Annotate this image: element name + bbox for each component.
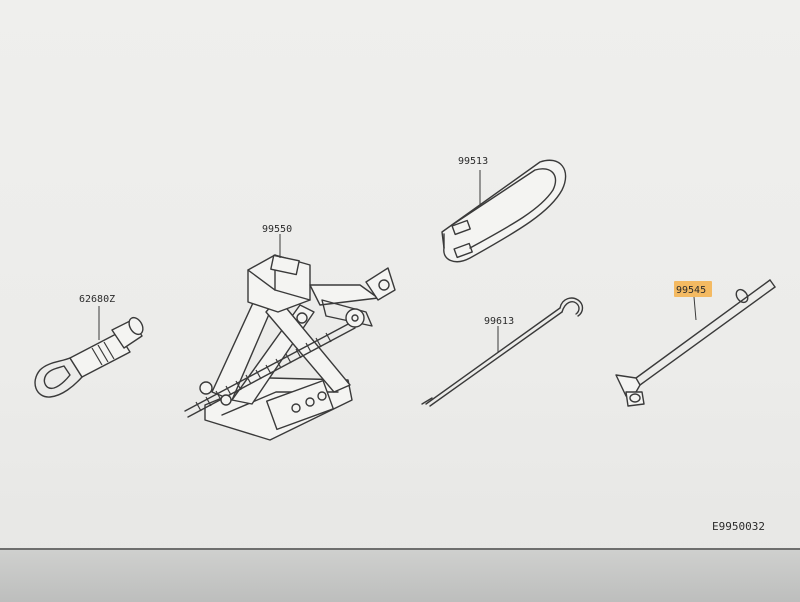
jack-rod-part[interactable] [421,297,584,407]
diagram-code: E9950032 [712,520,765,533]
scissor-jack-label: 99550 [262,224,292,235]
tow-hook-label: 62680Z [79,294,115,305]
tool-strap-part[interactable] [441,159,567,263]
tow-hook-part[interactable] [34,315,146,398]
highlight-marker [674,281,712,297]
lug-wrench-part[interactable] [615,279,776,407]
lug-wrench-leader [693,296,697,321]
monitor-bezel [0,548,800,602]
lug-wrench-label: 99545 [676,285,706,296]
parts-diagram: 62680Z [34,156,776,533]
tool-strap-label: 99513 [458,156,488,167]
scissor-jack-part[interactable] [184,254,396,441]
jack-rod-label: 99613 [484,316,514,327]
